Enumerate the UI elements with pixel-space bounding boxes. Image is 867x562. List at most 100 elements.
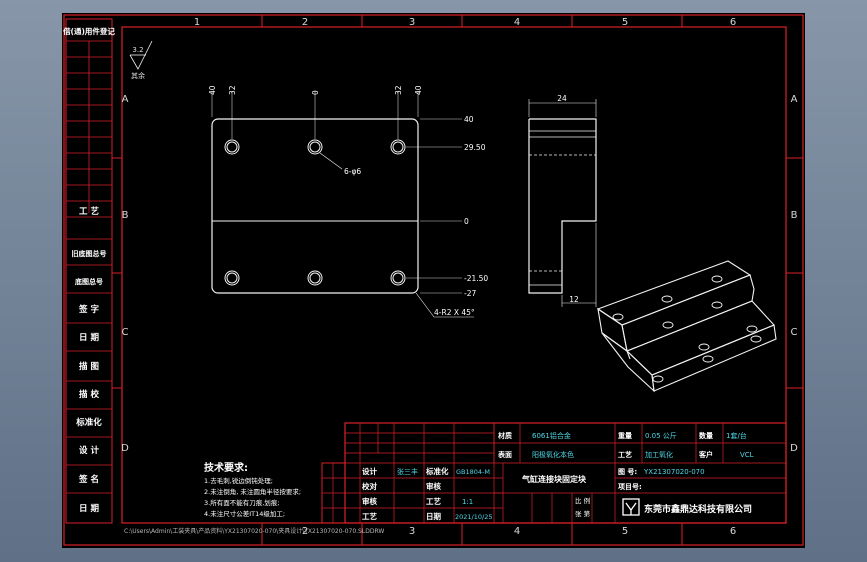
company-logo (622, 498, 640, 516)
tb-material-value: 6061铝合金 (532, 431, 571, 440)
notes-title: 技术要求: (204, 461, 248, 474)
tb-surface-value: 阳极氧化本色 (532, 450, 574, 459)
tb-sheet-label: 张 第 (575, 509, 591, 518)
col-label-bottom-6: 6 (730, 526, 736, 537)
note-line-3: 3.所有面不能有刀痕,划痕; (204, 498, 279, 507)
tb-role-design: 设计 (362, 466, 377, 476)
outer-border (63, 14, 804, 546)
tb-customer-value: VCL (740, 451, 754, 459)
col-label-6: 6 (730, 17, 736, 28)
tb-drawing-no-label: 图 号: (618, 467, 637, 476)
column-zone-ticks (261, 15, 683, 545)
strip-label-date-2: 日 期 (79, 503, 99, 514)
tb-std-value-1: GB1804-M (456, 468, 490, 476)
strip-label-design: 设 计 (79, 445, 99, 456)
side-view-outline[interactable] (528, 118, 597, 294)
row-label-b-right: B (791, 210, 798, 221)
tb-surface-label: 表面 (497, 450, 512, 459)
top-dim-2: 0 (311, 90, 320, 95)
strip-label-old-number: 旧底图总号 (72, 249, 107, 258)
right-dim-2: 0 (464, 217, 469, 226)
tb-scale-label: 比 例 (575, 496, 590, 505)
right-dim-1: 29.50 (464, 143, 486, 152)
tb-role-craft: 工艺 (362, 511, 377, 521)
column-zone-labels: 1 2 3 4 5 6 2 3 4 5 6 (194, 17, 736, 537)
row-label-d-right: D (790, 443, 798, 454)
row-label-b-left: B (122, 210, 129, 221)
right-dim-3: -21.50 (464, 274, 488, 283)
tb-weight-label: 重量 (618, 431, 632, 440)
front-view[interactable]: 40 32 0 32 40 40 29.50 0 -21.50 -27 6-φ6… (208, 85, 488, 318)
note-line-4: 4.未注尺寸公差IT14级加工; (204, 509, 285, 518)
row-zone-labels: A B C D A B C D (121, 94, 798, 454)
tb-role-review: 审核 (362, 496, 377, 506)
tb-company-name: 东莞市鑫鼎达科技有限公司 (644, 503, 752, 515)
strip-label-trace: 描 图 (79, 361, 99, 372)
tb-process-value: 加工氧化 (645, 450, 673, 459)
right-dim-4: -27 (464, 289, 476, 298)
tb-std-label-2: 审核 (426, 481, 441, 491)
row-label-d-left: D (121, 443, 129, 454)
title-block: 设计 校对 审核 工艺 标准化 审核 工艺 日期 张三丰 GB1804-M 1:… (321, 422, 787, 524)
col-label-bottom-5: 5 (622, 526, 628, 537)
strip-label-check: 描 校 (79, 389, 99, 400)
tb-qty-value: 1套/台 (726, 431, 747, 440)
hole-callout: 6-φ6 (344, 167, 361, 176)
col-label-bottom-2: 2 (302, 526, 308, 537)
col-label-bottom-3: 3 (409, 526, 415, 537)
strip-label-standard: 标准化 (75, 417, 102, 428)
side-view[interactable]: 24 12 (528, 94, 597, 307)
tb-std-label-1: 标准化 (425, 466, 449, 476)
row-label-a-left: A (122, 94, 129, 105)
left-register-strip: 借(通)用件登记 工 艺 旧底图总号 底图总号 签 字 日 期 描 图 描 校 … (62, 18, 115, 524)
right-dim-0: 40 (464, 115, 474, 124)
front-view-holes (224, 139, 406, 286)
col-label-2: 2 (302, 17, 308, 28)
row-label-a-right: A (791, 94, 798, 105)
top-dim-0: 40 (208, 85, 217, 95)
tb-std-label-4: 日期 (426, 511, 441, 521)
side-dim-width: 24 (557, 94, 567, 103)
side-dim-step: 12 (569, 295, 579, 304)
tb-drawing-no: YX21307020-070 (643, 468, 705, 476)
roughness-label: 其余 (131, 71, 145, 80)
tb-material-label: 材质 (497, 431, 512, 440)
top-dim-3: 32 (394, 85, 403, 95)
tb-qty-label: 数量 (699, 431, 713, 440)
tb-std-label-3: 工艺 (426, 496, 441, 506)
strip-label-base-number: 底图总号 (75, 277, 103, 286)
col-label-1: 1 (194, 17, 200, 28)
isometric-view[interactable] (596, 260, 777, 393)
col-label-bottom-4: 4 (514, 526, 520, 537)
note-line-1: 1.去毛刺,锐边倒钝处理; (204, 476, 273, 485)
roughness-value: 3.2 (132, 46, 143, 54)
drawing-sheet[interactable]: 1 2 3 4 5 6 2 3 4 5 6 A B C D A B C D (62, 13, 805, 548)
row-label-c-right: C (791, 327, 798, 338)
col-label-3: 3 (409, 17, 415, 28)
isometric-holes (612, 275, 762, 383)
front-view-outline[interactable] (211, 118, 419, 294)
tb-designer-name: 张三丰 (397, 467, 418, 476)
tb-role-check: 校对 (362, 481, 377, 491)
file-path: C:\Users\Admin\工装夹具\产品资料\YX21307020-070\… (124, 527, 384, 535)
strip-label-signature: 签 名 (78, 474, 99, 485)
tb-process-label: 工艺 (618, 450, 632, 459)
tb-std-value-3: 1:1 (462, 498, 473, 506)
chamfer-callout: 4-R2 X 45° (434, 308, 475, 317)
note-line-2: 2.未注倒角, 未注圆角半径按要求; (204, 487, 301, 496)
row-label-c-left: C (122, 327, 129, 338)
row-zone-ticks (112, 157, 803, 389)
cad-drawing: 1 2 3 4 5 6 2 3 4 5 6 A B C D A B C D (62, 14, 804, 546)
tb-weight-value: 0.05 公斤 (645, 431, 677, 440)
top-dim-1: 32 (228, 85, 237, 95)
strip-label-sign: 签 字 (78, 304, 99, 315)
col-label-4: 4 (514, 17, 520, 28)
strip-label-date: 日 期 (79, 332, 99, 343)
tb-customer-label: 客户 (698, 450, 713, 459)
col-label-5: 5 (622, 17, 628, 28)
tb-part-name: 气缸连接块固定块 (521, 474, 587, 484)
tb-std-value-4: 2021/10/25 (455, 513, 492, 521)
strip-label-register: 借(通)用件登记 (62, 26, 115, 36)
top-dim-4: 40 (414, 85, 423, 95)
